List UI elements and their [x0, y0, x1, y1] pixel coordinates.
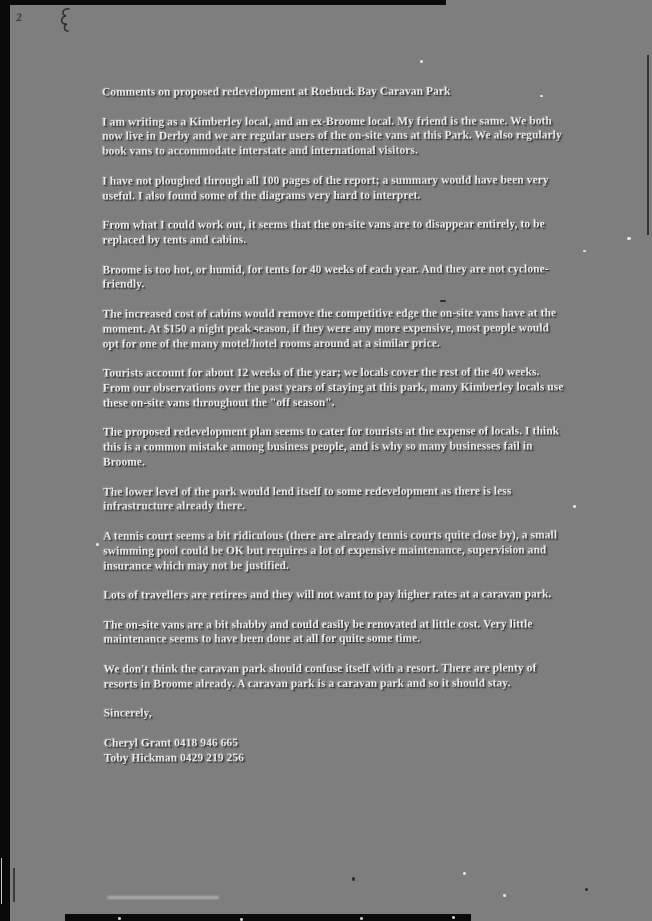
- letter-closing: Sincerely,: [103, 707, 152, 721]
- scan-speck: [540, 95, 543, 97]
- scan-scratch-dark: [13, 868, 15, 902]
- scan-speck: [463, 872, 466, 875]
- pen-squiggle-mark: [60, 8, 70, 32]
- scan-speck: [420, 60, 423, 63]
- scan-border-top: [0, 0, 446, 5]
- letter-paragraph: The proposed redevelopment plan seems to…: [103, 425, 560, 469]
- letter-paragraph: Tourists account for about 12 weeks of t…: [102, 366, 564, 410]
- scan-speck: [583, 250, 586, 252]
- signature-line: Toby Hickman 0429 219 256: [103, 752, 245, 765]
- scan-border-right: [647, 55, 649, 235]
- scan-speck: [503, 894, 506, 897]
- letter-paragraph: From what I could work out, it seems tha…: [102, 218, 545, 247]
- letter-paragraph: I am writing as a Kimberley local, and a…: [102, 115, 562, 158]
- scan-speck: [253, 330, 257, 332]
- letter-paragraph: A tennis court seems a bit ridiculous (t…: [103, 529, 558, 573]
- letter-paragraph: The on-site vans are a bit shabby and co…: [103, 618, 533, 647]
- letter-paragraph: Lots of travellers are retirees and they…: [103, 588, 552, 602]
- scan-speck: [627, 237, 631, 240]
- scan-speck: [352, 877, 355, 881]
- letter-paragraph: We don't think the caravan park should c…: [103, 662, 537, 691]
- scan-speck: [96, 543, 99, 546]
- scan-speck: [573, 505, 576, 508]
- scan-speck: [440, 300, 446, 302]
- letter-paragraph: The lower level of the park would lend i…: [103, 485, 512, 513]
- signature-block: Cheryl Grant 0418 946 665 Toby Hickman 0…: [104, 735, 568, 766]
- letter-paragraph: I have not ploughed through all 100 page…: [102, 174, 549, 203]
- scan-scratch-light: [1, 858, 2, 904]
- letter-paragraph: The increased cost of cabins would remov…: [102, 307, 557, 351]
- scan-speck: [585, 888, 588, 891]
- scan-speck: [360, 917, 363, 920]
- scan-speck: [240, 918, 243, 921]
- letter-title: Comments on proposed redevelopment at Ro…: [102, 85, 451, 99]
- scan-speck: [118, 917, 121, 920]
- scan-border-bottom: [65, 914, 471, 921]
- scan-smudge-streak: [107, 896, 219, 899]
- letter-body: Comments on proposed redevelopment at Ro…: [102, 84, 568, 766]
- letter-paragraph: Broome is too hot, or humid, for tents f…: [102, 263, 549, 291]
- handwritten-page-number: 2: [14, 9, 23, 25]
- scan-speck: [452, 916, 455, 919]
- signature-line: Cheryl Grant 0418 946 665: [103, 737, 239, 750]
- scan-border-left: [0, 0, 10, 921]
